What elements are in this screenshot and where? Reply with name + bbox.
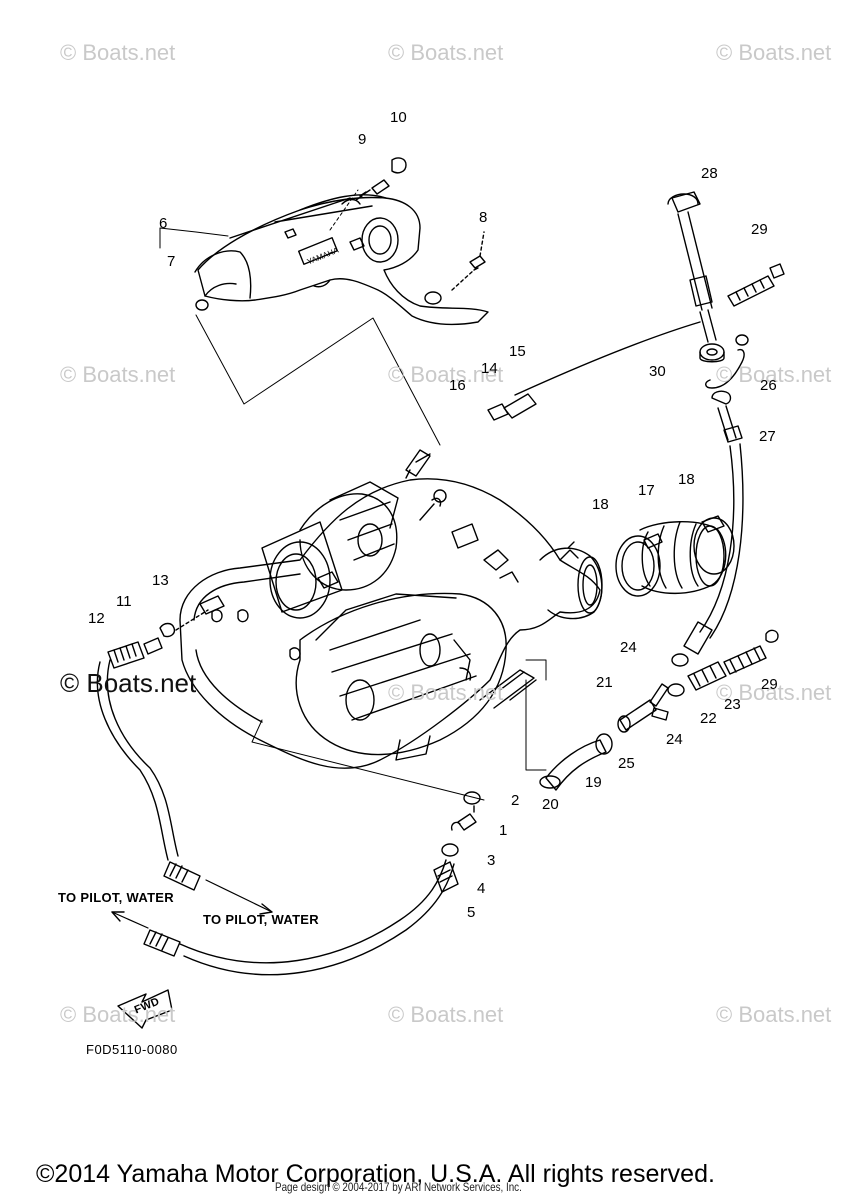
callout-1: 1	[499, 822, 508, 839]
callout-18: 18	[592, 496, 609, 513]
hose-4	[433, 861, 459, 893]
callout-11: 11	[116, 593, 132, 610]
callout-5: 5	[467, 904, 476, 921]
watermark: © Boats.net	[716, 40, 832, 65]
callout-30: 30	[649, 363, 666, 380]
clamp-29b	[765, 629, 779, 643]
exhaust-cover-part: YAMAHA	[194, 157, 489, 326]
pilot-hose-left	[111, 859, 455, 976]
callout-4: 4	[477, 880, 486, 897]
hose-22-23	[667, 629, 779, 697]
callout-22: 22	[700, 710, 717, 727]
to-pilot-water-label-left: TO PILOT, WATER	[58, 890, 174, 905]
clamp-2	[463, 791, 481, 805]
callout-8: 8	[479, 209, 488, 226]
callout-20: 20	[542, 796, 559, 813]
watermark: © Boats.net	[388, 1002, 504, 1027]
nipple-1	[457, 813, 477, 831]
fittings-1-5	[433, 791, 481, 893]
callout-2: 2	[511, 792, 520, 809]
joint-21	[617, 683, 669, 733]
grommet-7	[195, 299, 209, 311]
callout-6: 6	[159, 215, 168, 232]
cap-10	[391, 157, 407, 174]
clamp-13	[159, 622, 176, 638]
clip-8	[469, 255, 486, 271]
cover-brand-text: YAMAHA	[306, 245, 341, 266]
clamp-24a	[671, 653, 689, 667]
watermark: © Boats.net	[388, 362, 504, 387]
callout-9: 9	[358, 131, 367, 148]
clamp-24b	[667, 683, 685, 697]
callout-29: 29	[751, 221, 768, 238]
watermark: © Boats.net	[388, 680, 504, 705]
nut-30	[699, 343, 725, 363]
watermark: © Boats.net	[60, 40, 176, 65]
watermark: © Boats.net	[716, 680, 832, 705]
callout-7: 7	[167, 253, 176, 270]
exhaust-manifold-body	[179, 449, 603, 769]
callout-16: 16	[449, 377, 466, 394]
watermark: © Boats.net	[388, 40, 504, 65]
joint-rubber-17	[639, 521, 727, 595]
watermark: © Boats.net	[60, 1002, 176, 1027]
clamp-3	[441, 843, 459, 857]
band-18-right	[693, 515, 735, 575]
watermark: © Boats.net	[716, 1002, 832, 1027]
callout-18: 18	[678, 471, 695, 488]
page-design-credit: Page design © 2004-2017 by ARI Network S…	[275, 1180, 522, 1194]
hose-11-12	[96, 609, 209, 861]
watermark: © Boats.net	[716, 362, 832, 387]
hose-29-upper	[727, 263, 785, 307]
callout-21: 21	[596, 674, 613, 691]
callout-12: 12	[88, 610, 105, 627]
callout-15: 15	[509, 343, 526, 360]
callout-24: 24	[620, 639, 637, 656]
clamp-25	[595, 733, 613, 755]
copyright-notice: ©2014 Yamaha Motor Corporation, U.S.A. A…	[36, 1160, 715, 1188]
callout-19: 19	[585, 774, 602, 791]
callout-13: 13	[152, 572, 169, 589]
clamp-26	[705, 334, 749, 389]
callout-29: 29	[761, 676, 778, 693]
callout-23: 23	[724, 696, 741, 713]
callout-26: 26	[760, 377, 777, 394]
band-18-left	[615, 533, 663, 597]
callout-14: 14	[481, 360, 498, 377]
pilot-hose-right	[163, 861, 273, 915]
water-hose-upper	[487, 191, 717, 421]
callout-25: 25	[618, 755, 635, 772]
figure-code: F0D5110-0080	[86, 1042, 178, 1057]
brand-watermark: © Boats.net	[60, 668, 197, 698]
watermark: © Boats.net	[60, 362, 176, 387]
callout-17: 17	[638, 482, 655, 499]
clamp-20	[539, 775, 561, 789]
callout-10: 10	[390, 109, 407, 126]
callout-28: 28	[701, 165, 718, 182]
callout-3: 3	[487, 852, 496, 869]
bolt-9	[371, 179, 390, 195]
hose-19	[539, 733, 613, 791]
callout-24: 24	[666, 731, 683, 748]
hose-27	[683, 390, 744, 655]
to-pilot-water-label-right: TO PILOT, WATER	[203, 912, 319, 927]
callout-27: 27	[759, 428, 776, 445]
fwd-arrow	[117, 989, 173, 1029]
